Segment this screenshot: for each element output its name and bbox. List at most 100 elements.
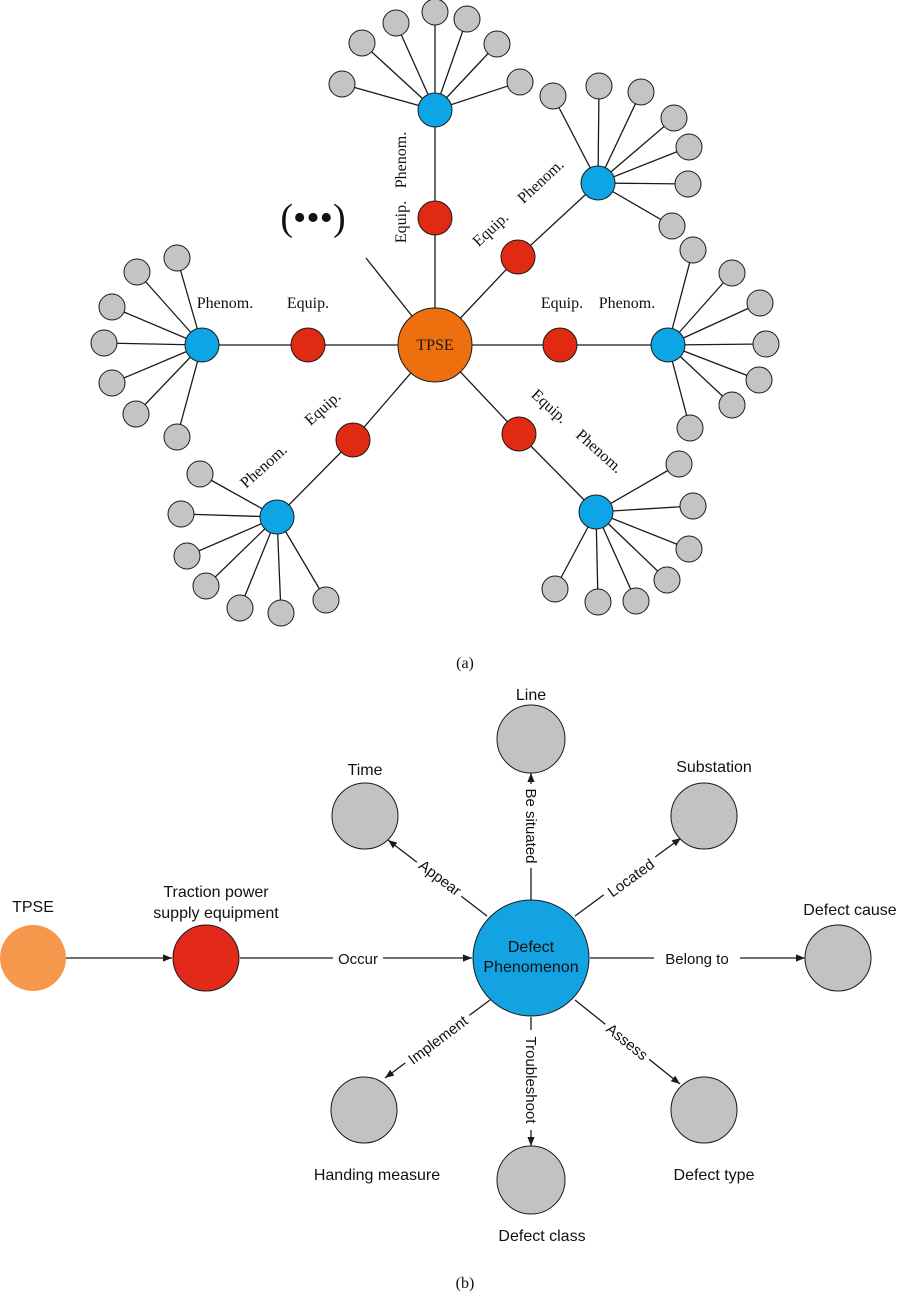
topright-attribute-node [539,82,567,110]
right-phenomenon-node [650,327,686,363]
botleft-phenomenon-node [259,499,295,535]
top-equip-label: Equip. [393,201,410,243]
equipment-node [172,924,240,992]
implement-label-bg [400,1007,476,1073]
botright-attribute-node [675,535,703,563]
botright-attribute-node [665,450,693,478]
topright-equip-label: Equip. [470,209,512,250]
line-node [496,704,566,774]
phenomenon-label-line1: Defect [508,939,555,956]
botleft-attribute-node [186,460,214,488]
left-attribute-node [163,244,191,272]
botleft-attribute-node [173,542,201,570]
assess-label-bg [598,1016,656,1068]
topright-attribute-node [627,78,655,106]
defect-class-label: Defect class [498,1228,585,1245]
botleft-attribute-node [267,599,295,627]
right-attribute-node [718,259,746,287]
defect-class-node [496,1145,566,1215]
ellipsis-label: (•••) [280,197,345,239]
left-phenomenon-node [184,327,220,363]
top-attribute-node [348,29,376,57]
topright-equipment-node [500,239,536,275]
top-phenom-label: Phenom. [393,132,410,188]
top-attribute-node [483,30,511,58]
left-equip-label: Equip. [287,295,329,312]
botleft-attribute-node [226,594,254,622]
topright-phenom-label: Phenom. [514,156,567,207]
handing-measure-label: Handing measure [314,1167,440,1184]
panel-a-caption: (a) [456,655,474,672]
tpse-center-node [397,307,473,383]
defect-cause-node [804,924,872,992]
botright-attribute-node [679,492,707,520]
substation-node [670,782,738,850]
assess-label: Assess [603,1021,651,1065]
left-phenom-label: Phenom. [197,295,253,312]
left-attribute-node [163,423,191,451]
phenomenon-label-line2: Phenomenon [483,959,578,976]
panel-b-graph: Occur Belong to Be situated Troubleshoot… [0,687,897,1292]
right-attribute-node [676,414,704,442]
defect-type-node [670,1076,738,1144]
defect-cause-label: Defect cause [803,902,896,919]
right-attribute-node [745,366,773,394]
left-equipment-node [290,327,326,363]
troubleshoot-label: Troubleshoot [522,1037,539,1125]
botleft-attribute-node [192,572,220,600]
top-attribute-node [453,5,481,33]
occur-label: Occur [338,951,378,968]
topright-attribute-node [585,72,613,100]
botleft-equipment-node [335,422,371,458]
be-situated-label: Be situated [522,788,539,863]
right-equip-label: Equip. [541,295,583,312]
left-attribute-node [122,400,150,428]
botleft-attribute-node [167,500,195,528]
occur-label-bg [333,948,383,968]
appear-label-bg [411,853,469,903]
right-attribute-node [718,391,746,419]
top-attribute-node [382,9,410,37]
right-attribute-node [752,330,780,358]
equipment-label-line2: supply equipment [153,905,279,922]
tpse-node [0,925,66,991]
botright-equip-phen-edge [518,433,597,513]
botright-attribute-node [541,575,569,603]
top-attribute-node [328,70,356,98]
botright-attribute-node [653,566,681,594]
belong-to-label: Belong to [665,951,728,968]
left-attribute-node [98,293,126,321]
botright-equipment-node [501,416,537,452]
handing-measure-node [330,1076,398,1144]
tpse-center-label: TPSE [416,337,453,354]
troubleshoot-label-bg [521,1030,541,1130]
botleft-attribute-node [312,586,340,614]
implement-label: Implement [405,1012,472,1068]
botright-phenomenon-node [578,494,614,530]
right-phenom-label: Phenom. [599,295,655,312]
topright-phenomenon-node [580,165,616,201]
topright-attribute-node [674,170,702,198]
botright-equip-label: Equip. [528,386,571,427]
panel-b-caption: (b) [456,1275,475,1292]
botright-attribute-node [584,588,612,616]
botleft-phenom-label: Phenom. [237,441,290,491]
equipment-label-line1: Traction power [163,884,269,901]
right-attribute-node [679,236,707,264]
defect-phenomenon-node [472,899,590,1017]
right-equipment-node [542,327,578,363]
botleft-equip-phen-edge [276,439,354,518]
located-label: Located [605,856,658,901]
top-attribute-node [421,0,449,26]
substation-label: Substation [676,759,752,776]
topright-attribute-node [660,104,688,132]
time-node [331,782,399,850]
tpse-label: TPSE [12,899,54,916]
belong-to-label-bg [654,948,740,968]
topright-attribute-node [658,212,686,240]
left-attribute-node [123,258,151,286]
botright-phenom-label: Phenom. [572,426,625,476]
topright-equip-phen-edge [517,182,599,258]
be-situated-label-bg [521,784,541,868]
